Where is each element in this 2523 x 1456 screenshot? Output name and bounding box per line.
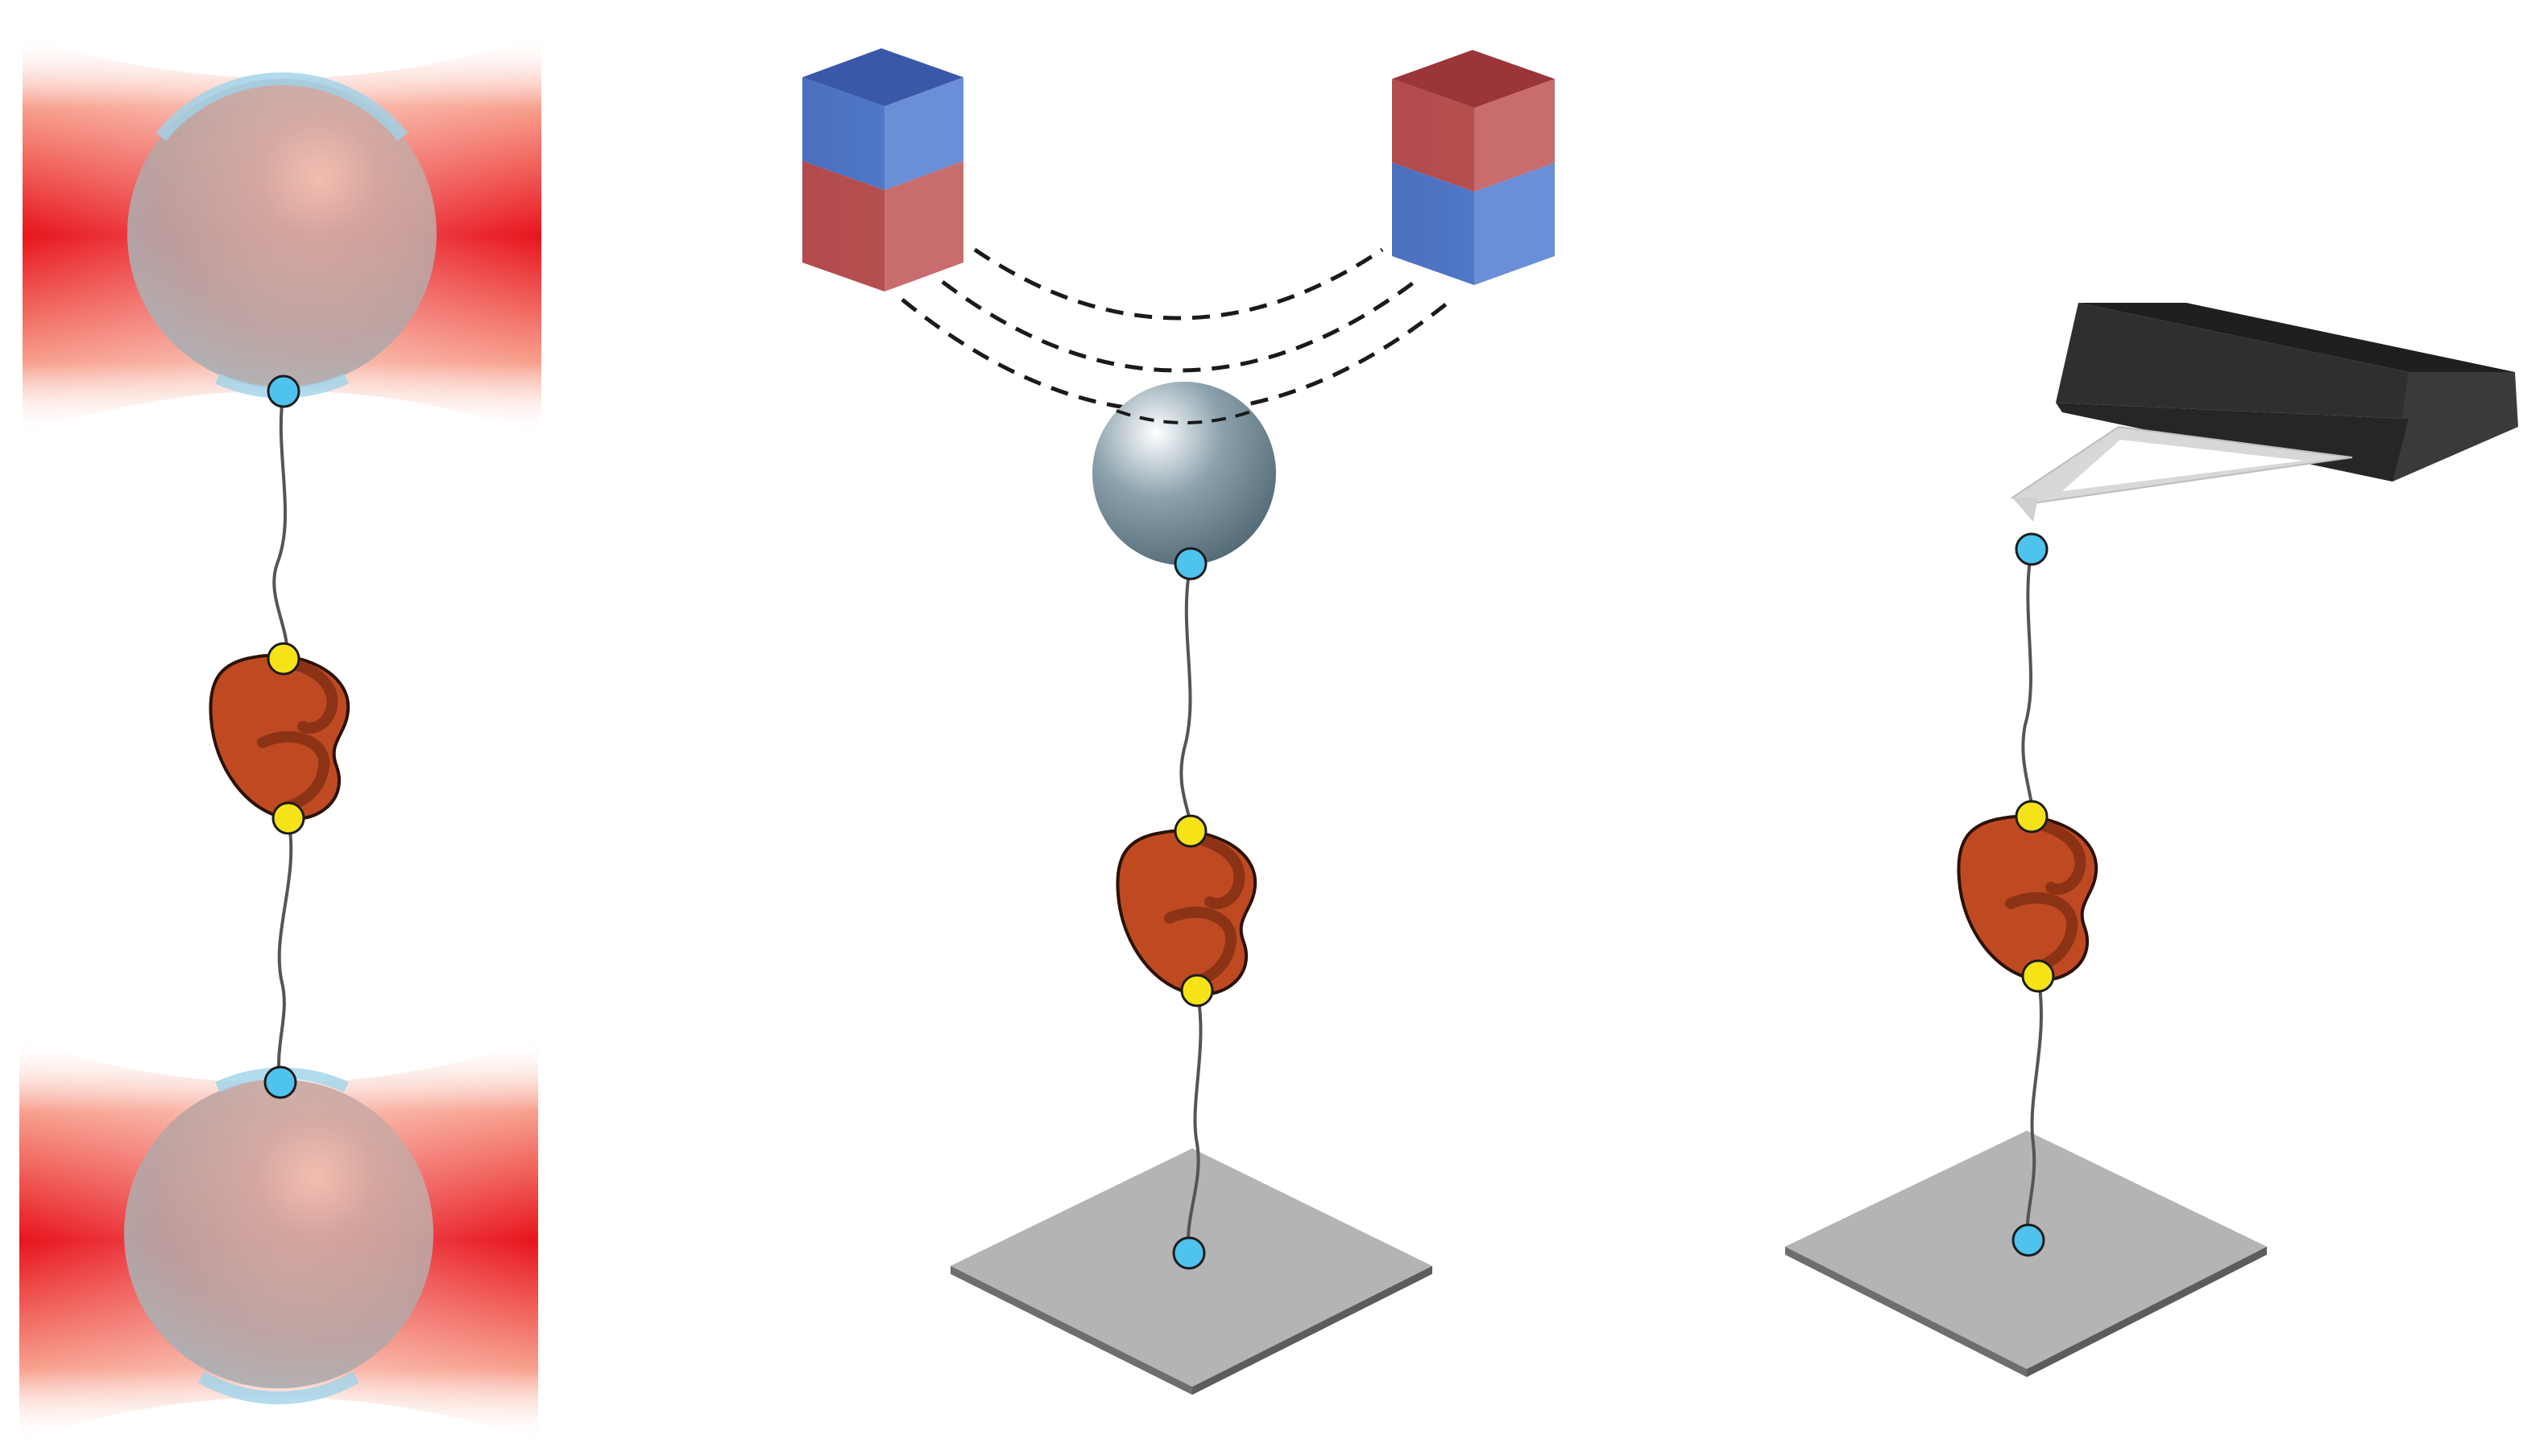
bead-rim-bottom-lower: [198, 1371, 359, 1404]
panel-optical-tweezers: [19, 35, 541, 1442]
panel-magnetic-tweezers: [802, 48, 1555, 1395]
tether-lower: [1187, 990, 1203, 1254]
handle-surface: [2011, 1223, 2045, 1257]
tether-lower: [2025, 975, 2043, 1241]
anchor-bottom: [271, 801, 305, 835]
magnetic-bead: [1092, 382, 1276, 565]
anchor-bottom: [2021, 959, 2055, 993]
tether-upper: [272, 391, 289, 658]
handle-bottom: [263, 1065, 297, 1099]
glass-bead-top: [127, 79, 437, 388]
panel-afm: [1785, 303, 2518, 1377]
handle-top: [267, 374, 300, 408]
surface-middle: [951, 1148, 1432, 1395]
anchor-top: [2015, 800, 2049, 833]
cantilever-tip: [2010, 425, 2353, 522]
anchor-bottom: [1180, 974, 1214, 1007]
protein: [209, 653, 350, 821]
anchor-top: [1174, 814, 1208, 848]
handle-tip: [2015, 532, 2049, 566]
magnet-right: [1392, 50, 1555, 285]
handle-surface: [1172, 1236, 1206, 1270]
tether-upper: [1179, 563, 1193, 832]
tether-lower: [277, 819, 293, 1083]
protein: [1957, 814, 2098, 982]
bead-rim-top: [155, 72, 408, 141]
magnet-left: [802, 48, 963, 292]
glass-bead-bottom: [124, 1079, 433, 1388]
tether-upper: [2021, 548, 2034, 817]
protein: [1116, 829, 1257, 996]
anchor-top: [267, 642, 300, 676]
field-line-over-bead: [1116, 409, 1254, 424]
handle-bead: [1174, 547, 1208, 581]
